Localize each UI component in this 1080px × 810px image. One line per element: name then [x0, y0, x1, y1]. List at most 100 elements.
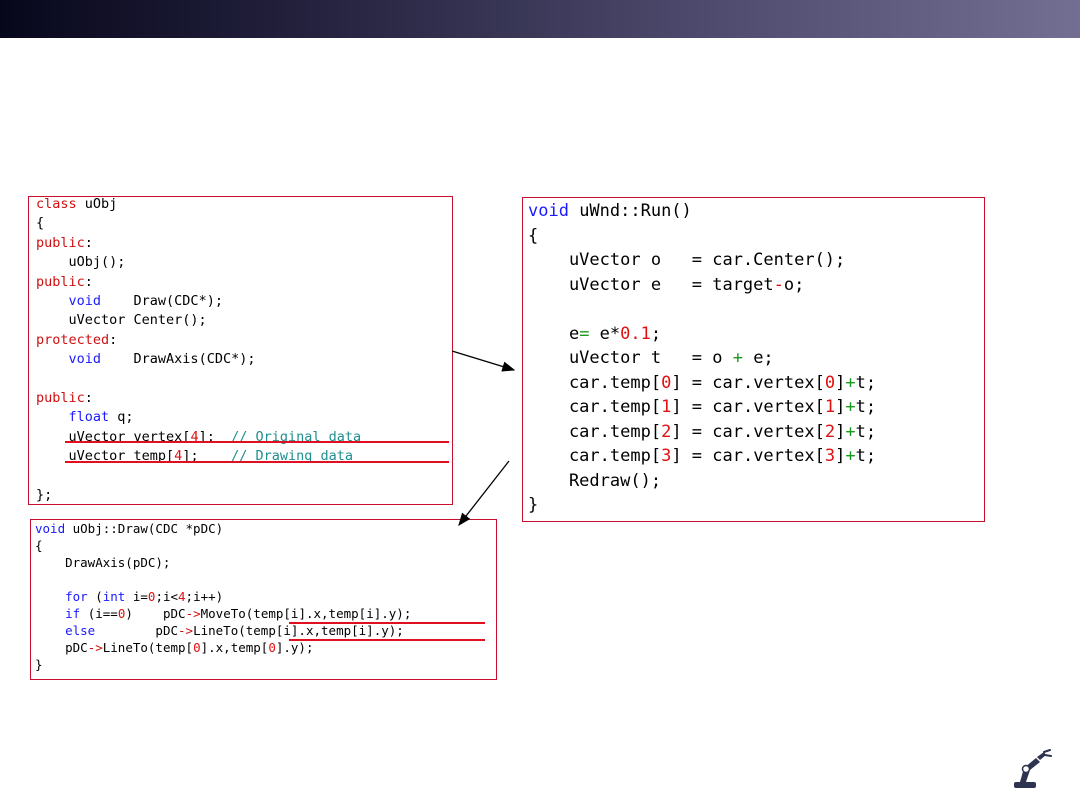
code-line: uObj(); [36, 253, 126, 272]
code-line: void uWnd::Run() [528, 199, 692, 224]
code-token: car.temp[ [528, 446, 662, 466]
code-token: q; [109, 409, 134, 426]
code-token: (i== [80, 606, 118, 621]
code-token: t; [855, 421, 877, 442]
code-token: ] = car.vertex[ [671, 397, 825, 417]
code-token: 4 [174, 448, 183, 465]
arrow-run-to-draw [458, 460, 510, 527]
code-line: protected: [36, 331, 117, 350]
code-token: ) pDC [125, 606, 186, 621]
code-token: + [732, 348, 743, 368]
code-token: t; [855, 397, 877, 417]
code-token: else [65, 623, 96, 638]
code-token: e* [589, 323, 621, 344]
code-token: t; [855, 446, 877, 466]
code-line: float q; [36, 408, 134, 427]
code-line: if (i==0) pDC->MoveTo(temp[i].x,temp[i].… [35, 605, 411, 622]
code-line: public: [36, 273, 93, 292]
code-token: = [579, 323, 590, 344]
run-function-code-box: void uWnd::Run(){ uVector o = car.Center… [522, 197, 985, 522]
code-token: 0 [824, 372, 836, 393]
code-token: 3 [824, 446, 836, 466]
code-token [36, 351, 69, 367]
code-token: pDC [95, 623, 179, 638]
code-token: t; [855, 372, 877, 393]
code-token: ; [650, 323, 662, 344]
moveto-args-underline [289, 622, 485, 624]
temp-line-underline [65, 461, 449, 463]
code-token: 4 [190, 428, 199, 445]
code-token: void [35, 521, 66, 536]
code-token: uVector o = car.Center(); [528, 250, 846, 270]
draw-function-code-box: void uObj::Draw(CDC *pDC){ DrawAxis(pDC)… [30, 519, 497, 680]
code-line: void Draw(CDC*); [36, 292, 223, 311]
code-line: car.temp[3] = car.vertex[3]+t; [528, 444, 876, 469]
code-token: -> [87, 640, 103, 655]
code-line: void DrawAxis(CDC*); [36, 350, 256, 369]
code-token: 0 [147, 589, 156, 604]
code-token: void [68, 351, 102, 368]
code-token: uVector t = o [528, 348, 733, 368]
code-token: protected [36, 331, 110, 348]
code-line: }; [36, 486, 52, 505]
code-token: + [845, 421, 856, 442]
code-token: uObj(); [36, 254, 126, 271]
arrow-class-to-run [451, 350, 516, 372]
code-line: uVector Center(); [36, 311, 207, 330]
code-token: { [35, 538, 43, 553]
code-token: public [36, 234, 85, 251]
code-token [36, 293, 69, 309]
vertex-line-underline [65, 441, 449, 443]
code-token: ] [835, 421, 846, 442]
code-token: 2 [824, 421, 836, 442]
code-token: if [65, 606, 81, 621]
code-token: i= [125, 589, 148, 604]
class-definition-code-box: class uObj{public: uObj();public: void D… [28, 196, 453, 505]
code-token: car.temp[ [528, 421, 662, 442]
lineto-args-underline [289, 639, 485, 641]
code-line: { [35, 537, 43, 554]
code-line: Redraw(); [528, 469, 661, 494]
code-token: -> [185, 606, 201, 621]
code-token: - [773, 274, 784, 295]
code-line: } [35, 656, 43, 673]
code-token: + [845, 372, 856, 393]
code-line: car.temp[1] = car.vertex[1]+t; [528, 395, 876, 420]
code-token: o; [783, 274, 805, 295]
code-token: ]; [198, 428, 232, 445]
code-token: car.temp[ [528, 397, 662, 417]
code-token: uWnd::Run() [568, 201, 692, 221]
code-token: 4 [178, 589, 186, 604]
code-token: uVector e = target [528, 274, 774, 295]
code-token: ].x,temp[ [200, 640, 269, 655]
code-token: void [528, 201, 569, 221]
code-line: class uObj [36, 195, 117, 214]
code-token: ] = car.vertex[ [671, 421, 825, 442]
code-token: class [36, 196, 77, 212]
code-token: { [36, 215, 45, 232]
code-line: uVector t = o + e; [528, 346, 774, 371]
code-line: car.temp[2] = car.vertex[2]+t; [528, 420, 876, 445]
code-token: ] = car.vertex[ [671, 372, 825, 393]
code-token: 1 [661, 397, 672, 417]
code-token: LineTo(temp[ [102, 640, 194, 655]
code-token: } [35, 657, 43, 672]
code-token: public [36, 273, 85, 290]
title-bar [0, 0, 1080, 38]
code-line: else pDC->LineTo(temp[i].x,temp[i].y); [35, 622, 404, 639]
code-token: 3 [661, 446, 672, 466]
code-token: uVector temp[ [36, 448, 175, 465]
code-line: pDC->LineTo(temp[0].x,temp[0].y); [35, 639, 313, 656]
code-token: Redraw(); [528, 470, 662, 491]
code-token: // Original data [231, 428, 362, 445]
code-token: LineTo(temp[i].x,temp[i].y); [193, 623, 404, 638]
code-token: ]; [182, 448, 232, 465]
code-line: car.temp[0] = car.vertex[0]+t; [528, 371, 876, 396]
code-line: uVector temp[4]; // Drawing data [36, 447, 354, 466]
code-line: uVector o = car.Center(); [528, 248, 845, 273]
code-token: ;i< [155, 589, 179, 604]
code-token [35, 606, 65, 621]
code-line: e= e*0.1; [528, 322, 661, 347]
code-token [35, 623, 65, 638]
code-line: void uObj::Draw(CDC *pDC) [35, 520, 223, 537]
